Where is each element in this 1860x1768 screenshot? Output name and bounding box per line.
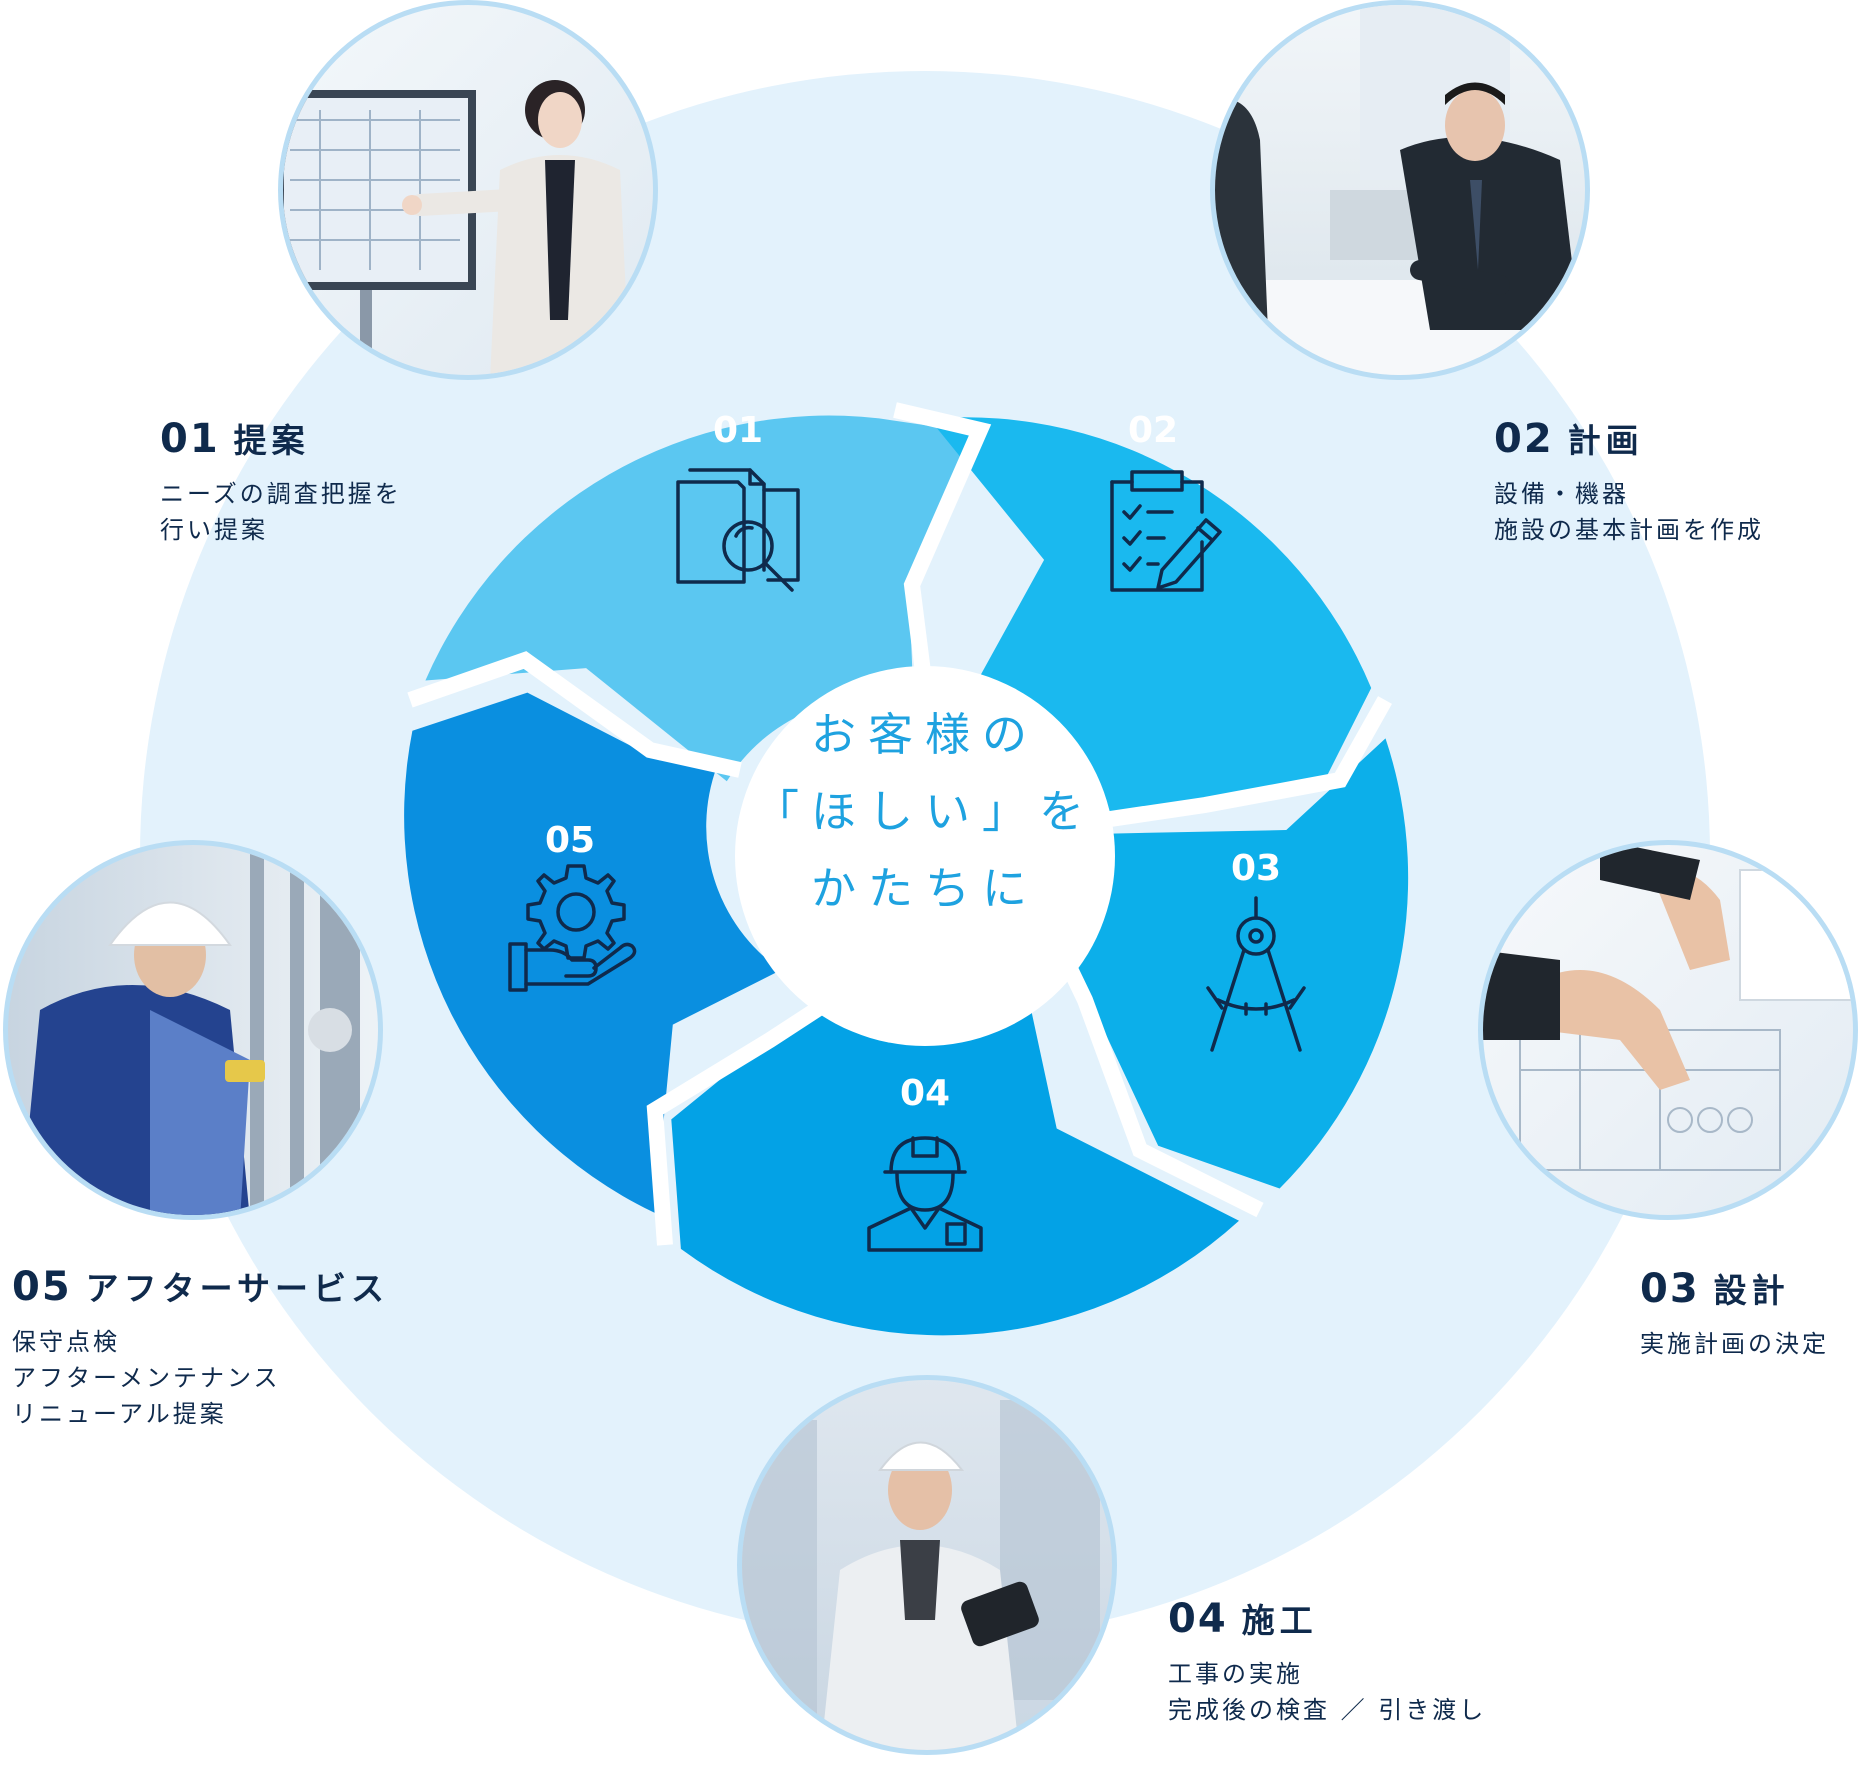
step-label-01: 01 提案 ニーズの調査把握を 行い提案 [160, 414, 402, 548]
step-desc-03-line-1: 実施計画の決定 [1640, 1330, 1829, 1358]
clipboard-pencil-icon [1110, 470, 1222, 592]
photo-01 [278, 0, 658, 380]
photo-02 [1210, 0, 1590, 380]
photo-03 [1478, 840, 1858, 1220]
segment-number-04: 04 [900, 1073, 950, 1114]
step-heading-05: 05 アフターサービス [12, 1262, 389, 1310]
step-desc-04: 工事の実施 完成後の検査 ／ 引き渡し [1168, 1656, 1486, 1728]
segment-05 [404, 692, 781, 1213]
segment-number-02: 02 [1128, 410, 1178, 451]
step-number-01: 01 [160, 416, 220, 462]
step-title-02: 計画 [1567, 421, 1644, 460]
step-desc-01-line-1: ニーズの調査把握を [160, 480, 402, 508]
step-desc-05: 保守点検 アフターメンテナンス リニューアル提案 [12, 1324, 389, 1432]
step-number-02: 02 [1494, 416, 1554, 462]
segment-03 [1060, 738, 1409, 1189]
segment-number-01: 01 [713, 410, 763, 451]
step-title-03: 設計 [1713, 1271, 1790, 1310]
step-desc-02-line-1: 設備・機器 [1494, 480, 1629, 508]
center-disc [735, 666, 1115, 1046]
step-label-04: 04 施工 工事の実施 完成後の検査 ／ 引き渡し [1168, 1594, 1486, 1728]
step-label-02: 02 計画 設備・機器 施設の基本計画を作成 [1494, 414, 1764, 548]
step-desc-02: 設備・機器 施設の基本計画を作成 [1494, 476, 1764, 548]
step-desc-05-line-2: アフターメンテナンス [12, 1364, 281, 1392]
step-label-05: 05 アフターサービス 保守点検 アフターメンテナンス リニューアル提案 [12, 1262, 389, 1432]
center-line-2: 「ほしい」を [754, 785, 1096, 838]
step-label-03: 03 設計 実施計画の決定 [1640, 1264, 1829, 1362]
segment-number-03: 03 [1231, 848, 1281, 889]
segment-number-05: 05 [545, 820, 595, 861]
step-heading-03: 03 設計 [1640, 1264, 1829, 1312]
step-desc-04-line-2: 完成後の検査 ／ 引き渡し [1168, 1696, 1487, 1724]
step-desc-02-line-2: 施設の基本計画を作成 [1494, 516, 1764, 544]
compass-icon [1206, 896, 1306, 1052]
step-heading-01: 01 提案 [160, 414, 402, 462]
segment-02 [929, 417, 1372, 824]
step-title-04: 施工 [1241, 1601, 1318, 1640]
step-heading-04: 04 施工 [1168, 1594, 1486, 1642]
step-desc-01-line-2: 行い提案 [160, 516, 268, 544]
step-number-04: 04 [1168, 1596, 1228, 1642]
center-line-3: かたちに [811, 862, 1039, 915]
photo-05 [3, 840, 383, 1220]
gear-hand-icon [508, 864, 637, 992]
step-desc-03: 実施計画の決定 [1640, 1326, 1829, 1362]
center-line-1: お客様の [811, 708, 1039, 761]
cycle-segments [404, 415, 1409, 1336]
step-heading-02: 02 計画 [1494, 414, 1764, 462]
step-number-05: 05 [12, 1264, 72, 1310]
worker-helmet-icon [867, 1136, 983, 1252]
step-desc-04-line-1: 工事の実施 [1168, 1660, 1303, 1688]
photo-04 [737, 1375, 1117, 1755]
step-desc-01: ニーズの調査把握を 行い提案 [160, 476, 402, 548]
step-number-03: 03 [1640, 1266, 1700, 1312]
step-title-01: 提案 [233, 421, 310, 460]
step-desc-05-line-3: リニューアル提案 [12, 1400, 227, 1428]
step-desc-05-line-1: 保守点検 [12, 1328, 120, 1356]
document-search-icon [676, 468, 800, 592]
center-message: お客様の 「ほしい」を かたちに [754, 708, 1096, 915]
segment-numbers: 01 02 03 04 05 [545, 410, 1281, 1114]
step-title-05: アフターサービス [85, 1269, 390, 1308]
